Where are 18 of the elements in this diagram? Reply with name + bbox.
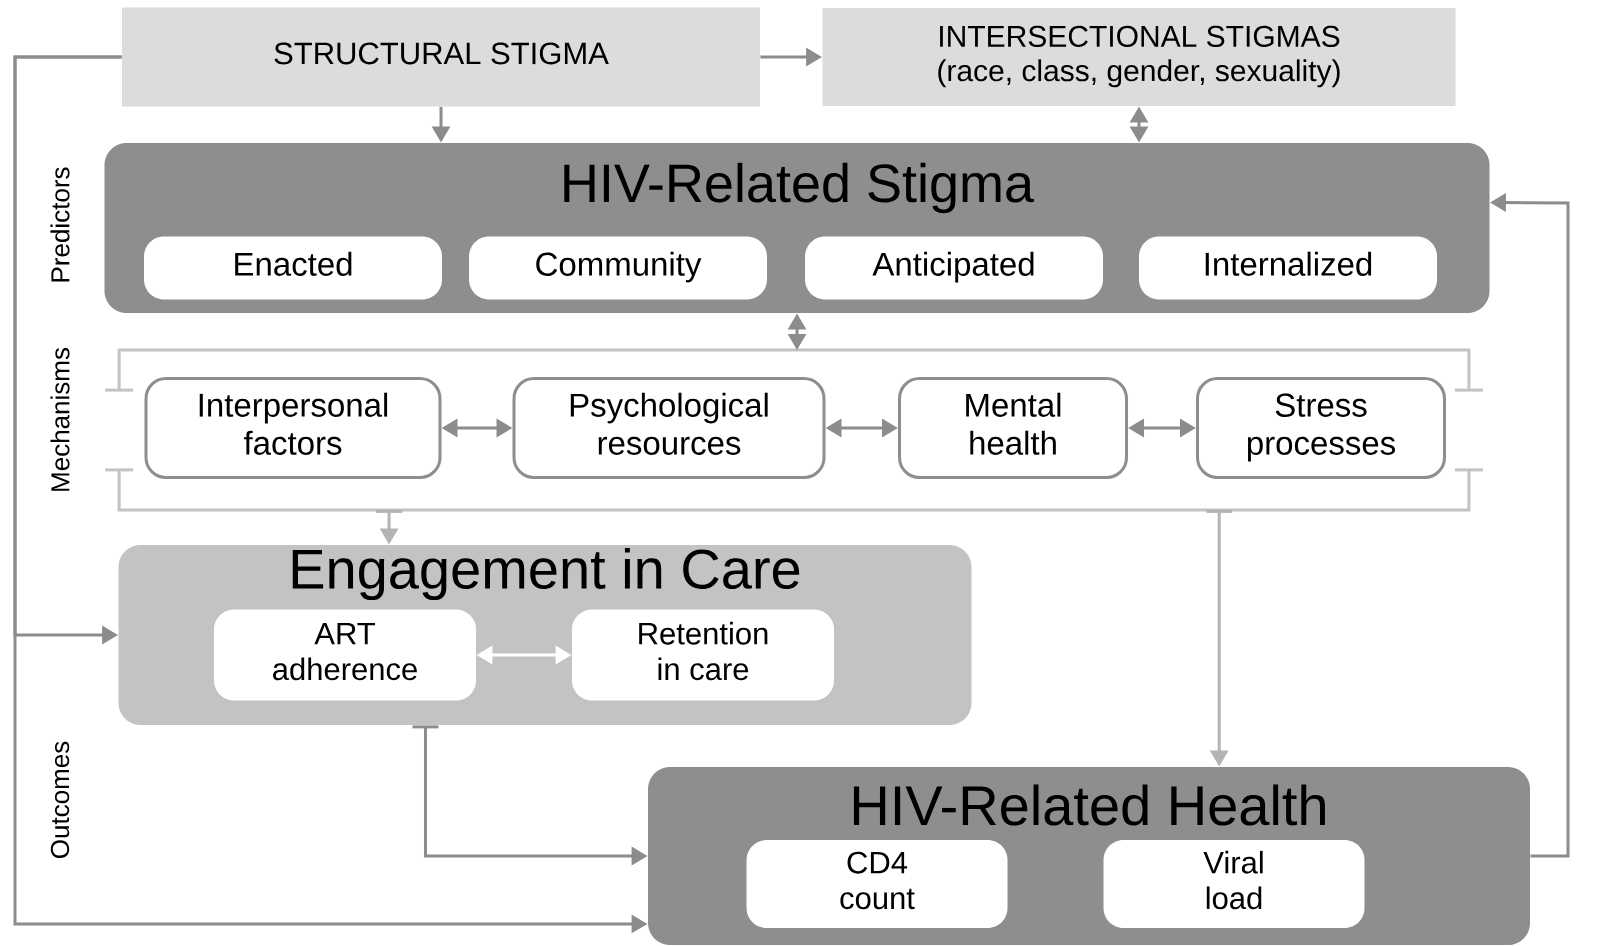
mechanism-box: Interpersonal factors	[144, 377, 442, 479]
rounded-box: Anticipated	[805, 236, 1103, 300]
rounded-box: CD4 count	[746, 840, 1008, 928]
side-label: Predictors	[50, 167, 70, 282]
rounded-box: Retention in care	[572, 609, 834, 701]
stigma-box: INTERSECTIONAL STIGMAS (race, class, gender, sexuality)	[822, 8, 1456, 106]
rounded-box: Enacted	[144, 236, 442, 300]
rounded-box: Viral load	[1103, 840, 1365, 928]
rounded-box: ART adherence	[214, 609, 476, 701]
rounded-box: Internalized	[1139, 236, 1437, 300]
side-label: Outcomes	[50, 741, 70, 858]
stigma-box: STRUCTURAL STIGMA	[122, 7, 760, 107]
rounded-box: Community	[469, 236, 767, 300]
side-label: Mechanisms	[50, 347, 70, 491]
mechanism-box: Mental health	[898, 377, 1128, 479]
mechanism-box: Psychological resources	[512, 377, 826, 479]
mechanism-box: Stress processes	[1196, 377, 1446, 479]
bracket-frame	[105, 348, 1483, 512]
